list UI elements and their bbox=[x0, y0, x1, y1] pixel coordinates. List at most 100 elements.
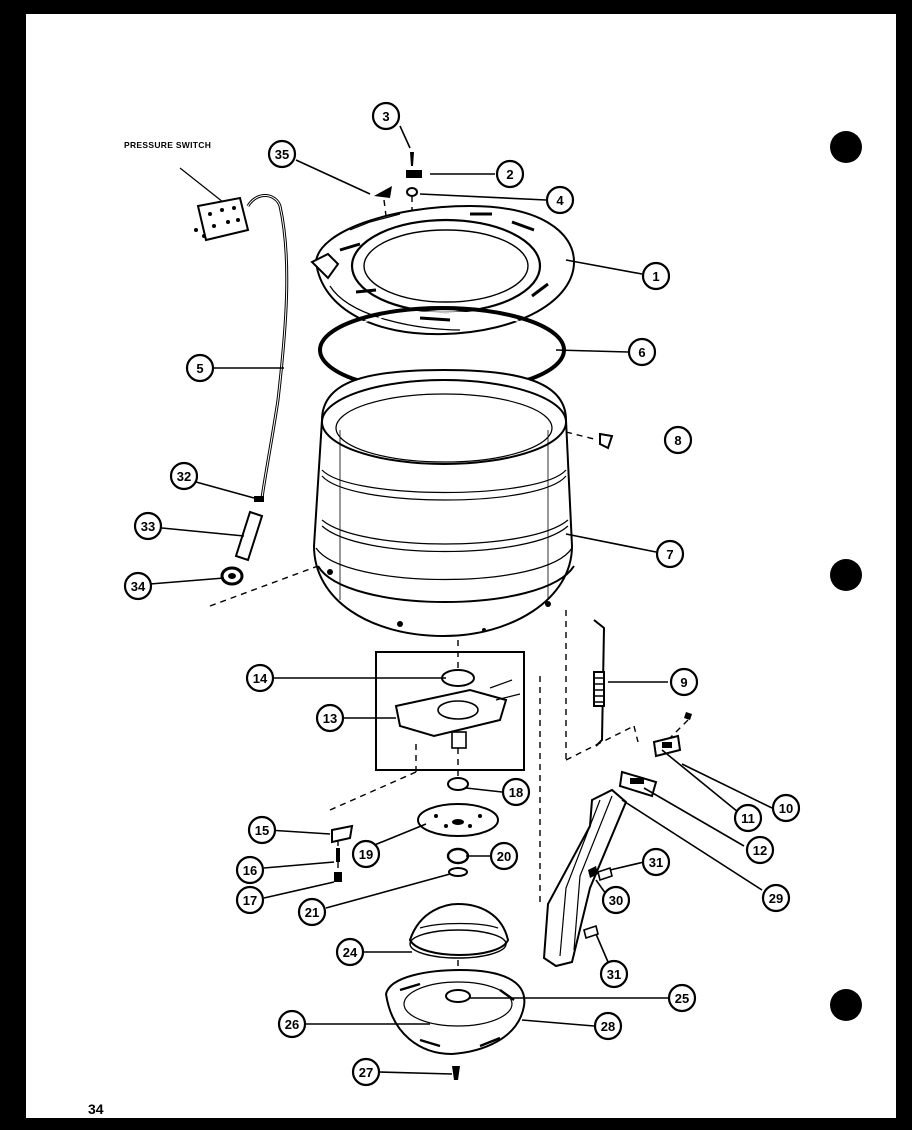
callouts: 3 2 35 4 1 6 5 8 32 33 7 34 9 14 13 10 1… bbox=[123, 101, 801, 1087]
callout-26: 26 bbox=[277, 1009, 307, 1039]
air-dome-33 bbox=[234, 510, 264, 562]
callout-3: 3 bbox=[371, 101, 401, 131]
callout-24: 24 bbox=[335, 937, 365, 967]
part-21-washer bbox=[448, 867, 468, 877]
callout-27: 27 bbox=[351, 1057, 381, 1087]
callout-8: 8 bbox=[663, 425, 693, 455]
svg-text:3: 3 bbox=[382, 109, 389, 124]
base-assembly bbox=[384, 902, 526, 1080]
binder-hole-bottom bbox=[830, 989, 862, 1021]
callout-10: 10 bbox=[771, 793, 801, 823]
callout-18: 18 bbox=[501, 777, 531, 807]
callout-11: 11 bbox=[733, 803, 763, 833]
pressure-switch-label: PRESSURE SWITCH bbox=[124, 140, 211, 150]
outer-tub-7 bbox=[312, 368, 575, 638]
pressure-switch-icon bbox=[194, 196, 250, 242]
drive-hub-parts bbox=[329, 744, 499, 882]
callout-31-top: 31 bbox=[641, 847, 671, 877]
svg-text:5: 5 bbox=[196, 361, 203, 376]
part-2-clip bbox=[406, 170, 422, 178]
leader-lines bbox=[149, 125, 773, 1075]
svg-text:12: 12 bbox=[753, 843, 767, 858]
part-20-nut bbox=[446, 847, 470, 865]
suspension-spring-9 bbox=[565, 610, 639, 761]
callout-2: 2 bbox=[495, 159, 525, 189]
drive-assembly-13 bbox=[375, 640, 525, 778]
leg-bracket-assembly bbox=[539, 676, 692, 968]
callout-35: 35 bbox=[267, 139, 297, 169]
svg-text:35: 35 bbox=[275, 147, 289, 162]
svg-text:29: 29 bbox=[769, 891, 783, 906]
callout-12: 12 bbox=[745, 835, 775, 865]
svg-text:25: 25 bbox=[675, 991, 689, 1006]
page-number: 34 bbox=[88, 1101, 104, 1117]
tub-cover-1 bbox=[310, 204, 576, 336]
callout-28: 28 bbox=[593, 1011, 623, 1041]
svg-text:26: 26 bbox=[285, 1017, 299, 1032]
svg-text:9: 9 bbox=[680, 675, 687, 690]
callout-16: 16 bbox=[235, 855, 265, 885]
callout-30: 30 bbox=[601, 885, 631, 915]
callout-20: 20 bbox=[489, 841, 519, 871]
svg-text:20: 20 bbox=[497, 849, 511, 864]
callout-5: 5 bbox=[185, 353, 215, 383]
part-25-hub bbox=[445, 989, 471, 1003]
svg-text:24: 24 bbox=[343, 945, 358, 960]
part-17-nut bbox=[334, 872, 342, 882]
svg-text:14: 14 bbox=[253, 671, 268, 686]
callout-15: 15 bbox=[247, 815, 277, 845]
svg-text:18: 18 bbox=[509, 785, 523, 800]
part-4-washer bbox=[406, 187, 418, 197]
callout-4: 4 bbox=[545, 185, 575, 215]
callout-32: 32 bbox=[169, 461, 199, 491]
callout-31-bottom: 31 bbox=[599, 959, 629, 989]
svg-text:28: 28 bbox=[601, 1019, 615, 1034]
tub-cover-hardware bbox=[374, 152, 422, 218]
svg-text:17: 17 bbox=[243, 893, 257, 908]
binder-hole-top bbox=[830, 131, 862, 163]
callout-33: 33 bbox=[133, 511, 163, 541]
part-29-leg bbox=[542, 788, 628, 968]
svg-text:34: 34 bbox=[131, 579, 146, 594]
svg-text:6: 6 bbox=[638, 345, 645, 360]
binder-hole-middle bbox=[830, 559, 862, 591]
svg-text:32: 32 bbox=[177, 469, 191, 484]
svg-text:2: 2 bbox=[506, 167, 513, 182]
part-14-seal bbox=[441, 669, 475, 687]
callout-13: 13 bbox=[315, 703, 345, 733]
svg-text:15: 15 bbox=[255, 823, 269, 838]
svg-text:1: 1 bbox=[652, 269, 659, 284]
part-31-screw-bottom bbox=[583, 924, 599, 940]
svg-text:21: 21 bbox=[305, 905, 319, 920]
callout-9: 9 bbox=[669, 667, 699, 697]
part-28-base bbox=[384, 968, 526, 1056]
part-8-clip bbox=[599, 432, 614, 450]
callout-1: 1 bbox=[641, 261, 671, 291]
callout-6: 6 bbox=[627, 337, 657, 367]
svg-text:19: 19 bbox=[359, 847, 373, 862]
pressure-switch-assembly: PRESSURE SWITCH bbox=[124, 140, 319, 607]
part-3-screw bbox=[410, 152, 414, 166]
svg-text:11: 11 bbox=[741, 811, 755, 826]
svg-text:33: 33 bbox=[141, 519, 155, 534]
svg-text:16: 16 bbox=[243, 863, 257, 878]
callout-14: 14 bbox=[245, 663, 275, 693]
callout-29: 29 bbox=[761, 883, 791, 913]
callout-25: 25 bbox=[667, 983, 697, 1013]
svg-text:30: 30 bbox=[609, 893, 623, 908]
part-31-screw-top bbox=[597, 866, 613, 882]
svg-text:13: 13 bbox=[323, 711, 337, 726]
svg-text:31: 31 bbox=[607, 967, 621, 982]
part-35-bracket bbox=[374, 186, 392, 198]
part-15-bracket bbox=[331, 824, 354, 844]
svg-text:10: 10 bbox=[779, 801, 793, 816]
part-30-bolt bbox=[588, 866, 598, 878]
part-10-screw bbox=[684, 712, 692, 720]
svg-text:4: 4 bbox=[556, 193, 564, 208]
svg-text:8: 8 bbox=[674, 433, 681, 448]
svg-text:27: 27 bbox=[359, 1065, 373, 1080]
svg-text:31: 31 bbox=[649, 855, 663, 870]
callout-17: 17 bbox=[235, 885, 265, 915]
callout-34: 34 bbox=[123, 571, 153, 601]
